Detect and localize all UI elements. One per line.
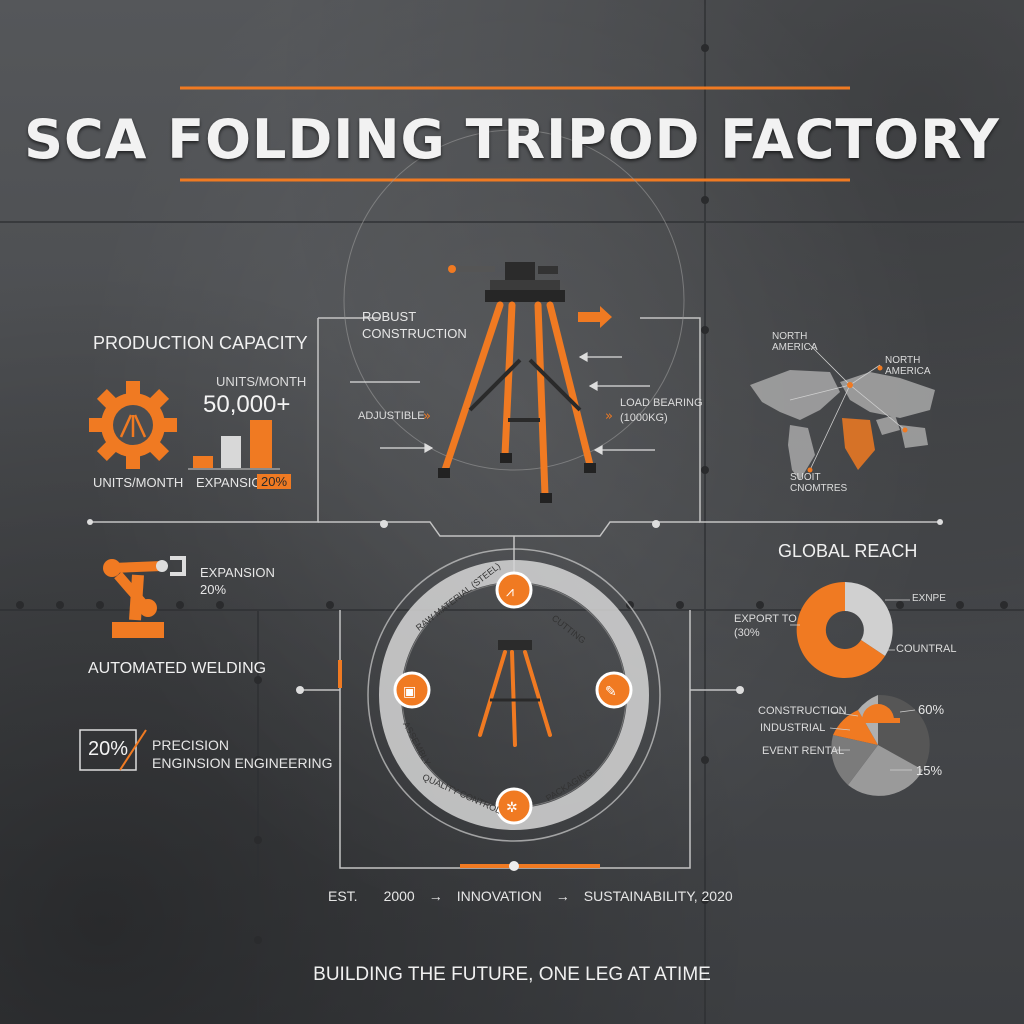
industrial-label: INDUSTRIAL [760,722,826,734]
robust-callout: ROBUST CONSTRUCTION [362,309,467,341]
footer-tagline: BUILDING THE FUTURE, ONE LEG AT ATIME [313,964,711,985]
timeline-arrow-2: → [555,888,570,904]
robot-arm-icon [103,556,186,638]
adjustable-callout: ADJUSTIBLE [358,410,425,422]
gear-icon [89,381,177,469]
map-label-countries: SUOIT CNOMTRES [790,472,848,494]
timeline-est: EST. [328,888,358,904]
global-heading: GLOBAL REACH [778,541,918,561]
svg-text:»: » [423,409,431,424]
expansion-value: 20% [257,474,292,489]
capacity-bar-chart [188,420,280,470]
timeline-2000: 2000 [383,888,415,904]
cutting-node-icon: ▣ [403,684,416,700]
event-rental-label: EVENT RENTAL [762,745,845,757]
precision-label: PRECISION ENGINSION ENGINEERING [152,737,333,771]
export-label: EXPORT TO (30% [734,613,797,639]
welding-label: AUTOMATED WELDING [88,660,267,677]
export-donut-chart [796,581,893,678]
construction-label: CONSTRUCTION [758,705,847,717]
production-heading: PRODUCTION CAPACITY [93,333,308,353]
timeline-innovation: INNOVATION [456,888,542,904]
map-label-na1: NORTH AMERICA [772,331,818,353]
wrench-icon: ✎ [605,684,617,700]
hardhat-icon [856,704,900,723]
tripod-small-icon [478,640,552,747]
timeline: EST. 2000 → INNOVATION → SUSTAINABILITY,… [328,888,733,904]
tripod-node-icon: ⩘ [506,584,514,600]
units-value: 50,000+ [203,391,291,418]
page-title: SCA FOLDING TRIPOD FACTORY [24,108,1000,171]
load-callout: LOAD BEARING (1000KG) [620,397,703,424]
welding-expansion-label: EXPANSION 20% [200,565,275,597]
gear-node-icon: ✲ [506,800,518,816]
svg-text:»: » [605,409,613,424]
units-label-top: UNITS/MONTH [216,374,307,389]
map-label-na2: NORTH AMERICA [885,355,931,377]
timeline-arrow-1: → [428,888,443,904]
pct-60: 60% [918,702,945,717]
timeline-sustainability: SUSTAINABILITY, 2020 [583,888,733,904]
tripod-main-icon [438,262,596,503]
europe-label: EXNPE [912,593,946,604]
world-map [750,370,935,480]
pct-15: 15% [916,763,943,778]
expansion-label: EXPANSION [196,475,271,490]
precision-value: 20% [88,738,129,760]
central-label: COUNTRAL [896,643,957,655]
units-label-bottom: UNITS/MONTH [93,475,184,490]
